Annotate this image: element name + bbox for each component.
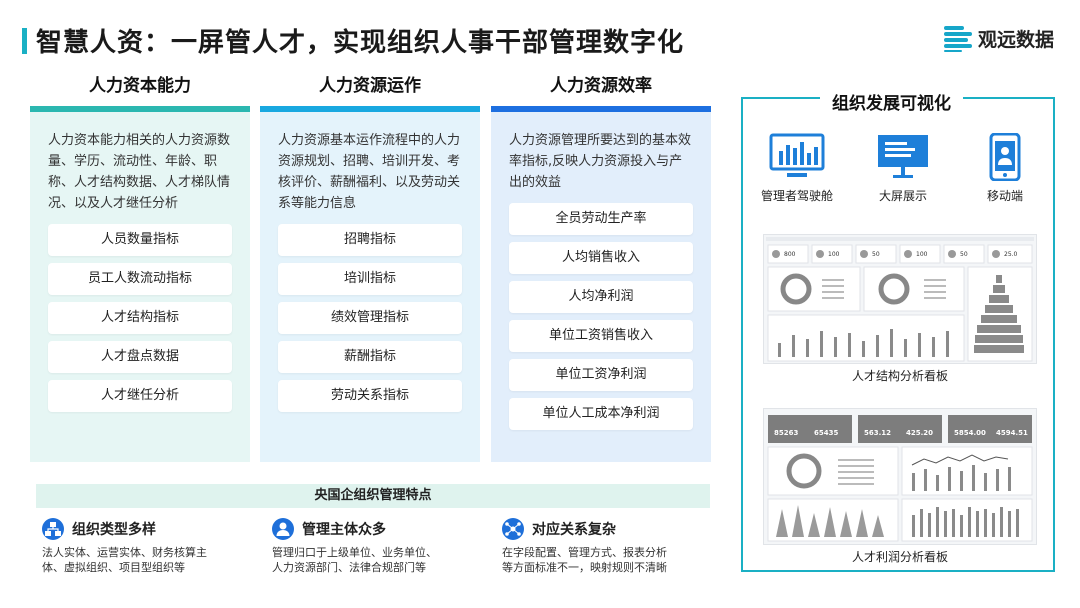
feature-header: 对应关系复杂 (502, 516, 722, 542)
kpi-row (767, 244, 1033, 264)
feature-title: 组织类型多样 (72, 522, 156, 538)
kpi-value-5: 50 (960, 251, 968, 258)
feature-text: 管理归口于上级单位、业务单位、人力资源部门、法律合规部门等 (272, 546, 437, 574)
logo-mark-icon (944, 24, 972, 52)
talent-profit-dashboard: 85263 65435 563.12 425.20 5854.00 4594.51 (763, 408, 1037, 545)
metric-item: 人才盘点数据 (48, 341, 232, 373)
dashboard-caption: 人才结构分析看板 (851, 369, 948, 383)
metric-item: 薪酬指标 (278, 341, 462, 373)
feature-text: 法人实体、运营实体、财务核算主体、虚拟组织、项目型组织等 (42, 546, 207, 574)
feature-title: 管理主体众多 (302, 522, 386, 538)
column-hr-efficiency: 人力资源效率 人力资源管理所要达到的基本效率指标,反映人力资源投入与产出的效益 … (491, 66, 711, 462)
kpi-value-6: 25.0 (1004, 251, 1018, 258)
kpi-value-2: 65435 (814, 429, 838, 437)
column-stripe (491, 106, 711, 112)
feature-title: 对应关系复杂 (532, 522, 616, 538)
device-mobile: 移动端 (965, 132, 1045, 204)
kpi-value-2: 100 (828, 251, 840, 258)
kpi-value-1: 800 (784, 251, 796, 258)
metric-item: 人均销售收入 (509, 242, 693, 274)
logo: 观远数据 (944, 24, 1054, 52)
column-capital-ability: 人力资本能力 人力资本能力相关的人力资源数量、学历、流动性、年龄、职称、人才结构… (30, 66, 250, 462)
column-heading: 人力资源运作 (319, 76, 421, 96)
metric-item: 全员劳动生产率 (509, 203, 693, 235)
features-band: 央国企组织管理特点 (36, 484, 710, 508)
panel-title: 组织发展可视化 (820, 89, 963, 114)
title-accent-bar (22, 28, 27, 54)
metric-item: 人均净利润 (509, 281, 693, 313)
column-body: 人力资本能力相关的人力资源数量、学历、流动性、年龄、职称、人才结构数据、人才梯队… (30, 112, 250, 462)
visualization-panel: 组织发展可视化 管理者驾驶舱 (741, 89, 1055, 572)
monitor-icon (769, 133, 825, 181)
page-title: 智慧人资：一屏管人才，实现组织人事干部管理数字化 (36, 28, 685, 58)
column-stripe (260, 106, 480, 112)
column-heading: 人力资本能力 (89, 76, 191, 96)
device-big-screen: 大屏展示 (863, 133, 943, 204)
kpi-value-3: 563.12 (864, 429, 891, 437)
kpi-value-3: 50 (872, 251, 880, 258)
column-body: 人力资源管理所要达到的基本效率指标,反映人力资源投入与产出的效益 全员劳动生产率… (491, 112, 711, 462)
kpi-value-6: 4594.51 (996, 429, 1028, 437)
metric-item: 员工人数流动指标 (48, 263, 232, 295)
metric-item: 招聘指标 (278, 224, 462, 256)
column-description: 人力资源管理所要达到的基本效率指标,反映人力资源投入与产出的效益 (509, 133, 692, 190)
mobile-icon (985, 132, 1025, 182)
metric-item: 绩效管理指标 (278, 302, 462, 334)
org-chart-icon (42, 518, 64, 540)
column-body: 人力资源基本运作流程中的人力资源规划、招聘、培训开发、考核评价、薪酬福利、以及劳… (260, 112, 480, 462)
metric-item: 人员数量指标 (48, 224, 232, 256)
feature-org-types: 组织类型多样 法人实体、运营实体、财务核算主体、虚拟组织、项目型组织等 (42, 516, 262, 575)
kpi-value-4: 425.20 (906, 429, 933, 437)
metric-item: 单位工资销售收入 (509, 320, 693, 352)
feature-management-subjects: 管理主体众多 管理归口于上级单位、业务单位、人力资源部门、法律合规部门等 (272, 516, 492, 575)
device-cockpit: 管理者驾驶舱 (757, 133, 837, 204)
dashboard-caption: 人才利润分析看板 (851, 550, 948, 564)
device-label: 移动端 (986, 189, 1023, 203)
column-hr-operation: 人力资源运作 人力资源基本运作流程中的人力资源规划、招聘、培训开发、考核评价、薪… (260, 66, 480, 462)
feature-text: 在字段配置、管理方式、报表分析等方面标准不一，映射规则不清晰 (502, 546, 667, 574)
metric-item: 劳动关系指标 (278, 380, 462, 412)
device-label: 管理者驾驶舱 (760, 189, 833, 203)
big-screen-icon (875, 133, 931, 181)
feature-header: 管理主体众多 (272, 516, 492, 542)
device-label: 大屏展示 (878, 189, 927, 203)
metric-item: 培训指标 (278, 263, 462, 295)
kpi-value-5: 5854.00 (954, 429, 986, 437)
column-description: 人力资源基本运作流程中的人力资源规划、招聘、培训开发、考核评价、薪酬福利、以及劳… (278, 133, 461, 211)
feature-header: 组织类型多样 (42, 516, 262, 542)
kpi-value-4: 100 (916, 251, 928, 258)
column-heading: 人力资源效率 (550, 76, 652, 96)
metric-item: 人才继任分析 (48, 380, 232, 412)
metric-item: 单位工资净利润 (509, 359, 693, 391)
talent-structure-dashboard: 800 100 50 100 50 25.0 (763, 234, 1037, 364)
column-description: 人力资本能力相关的人力资源数量、学历、流动性、年龄、职称、人才结构数据、人才梯队… (48, 133, 231, 211)
kpi-value-1: 85263 (774, 429, 798, 437)
logo-text: 观远数据 (978, 28, 1055, 51)
feature-complex-relations: 对应关系复杂 在字段配置、管理方式、报表分析等方面标准不一，映射规则不清晰 (502, 516, 722, 575)
metric-item: 单位人工成本净利润 (509, 398, 693, 430)
column-stripe (30, 106, 250, 112)
network-icon (502, 518, 524, 540)
person-icon (272, 518, 294, 540)
metric-item: 人才结构指标 (48, 302, 232, 334)
